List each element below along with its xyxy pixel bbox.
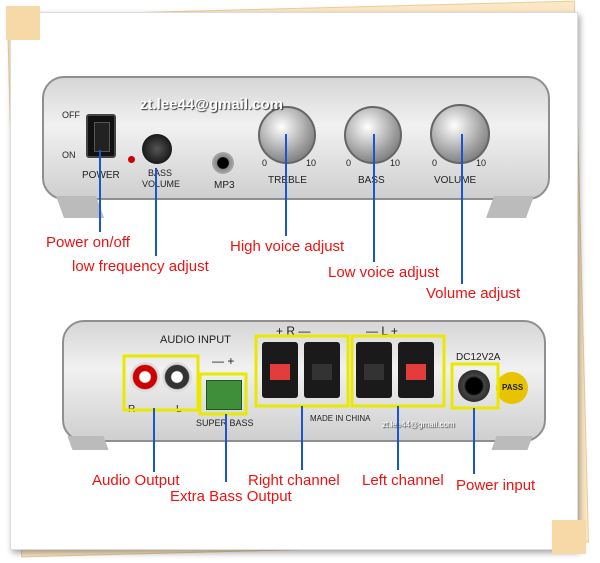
power-led: [128, 156, 135, 163]
bass-label: BASS: [358, 175, 385, 186]
annotation-audio-output: Audio Output: [92, 472, 180, 489]
treble-max: 10: [306, 158, 317, 168]
annotation-high-voice: High voice adjust: [230, 238, 345, 255]
annotation-volume: Volume adjust: [426, 285, 521, 302]
speaker-terminal-r-minus[interactable]: [304, 342, 340, 398]
mp3-label: MP3: [214, 180, 235, 191]
bass-volume-knob[interactable]: [142, 134, 172, 164]
bass-min: 0: [346, 158, 352, 168]
annotation-right-channel: Right channel: [248, 472, 340, 489]
annotation-power-onoff: Power on/off: [46, 234, 130, 251]
annotation-low-freq: low frequency adjust: [72, 258, 209, 275]
treble-min: 0: [262, 158, 268, 168]
super-bass-terminal[interactable]: [206, 380, 242, 410]
speaker-terminal-r-plus[interactable]: [262, 342, 298, 398]
switch-off-label: OFF: [62, 110, 80, 120]
super-bass-label: SUPER BASS: [196, 418, 254, 428]
super-bass-polarity: — +: [212, 354, 235, 368]
switch-on-label: ON: [62, 150, 76, 160]
power-switch[interactable]: [86, 114, 116, 158]
audio-input-label: AUDIO INPUT: [160, 334, 231, 346]
annotation-low-voice: Low voice adjust: [328, 264, 439, 281]
bass-volume-label-1: BASS: [148, 168, 173, 178]
box-left-channel: [350, 334, 446, 408]
highlight-boxes: [122, 334, 500, 416]
volume-knob[interactable]: [430, 104, 490, 164]
bass-volume-label-2: VOLUME: [142, 179, 181, 189]
speaker-terminal-l-plus[interactable]: [398, 342, 434, 398]
box-power-input: [450, 362, 500, 410]
pass-sticker-text: PASS: [502, 383, 524, 392]
dc-power-jack[interactable]: [458, 370, 490, 402]
dc-rating-label: DC12V2A: [456, 352, 501, 363]
annotation-extra-bass: Extra Bass Output: [170, 488, 292, 505]
pass-sticker: [496, 372, 528, 404]
annotation-power-input: Power input: [456, 477, 536, 494]
frame-corner-br: [552, 520, 586, 554]
rca-jack-right[interactable]: [130, 362, 160, 392]
volume-min: 0: [432, 158, 438, 168]
watermark-email-small: zt.lee44@gmail.com: [382, 420, 455, 429]
box-audio-output: [122, 354, 200, 412]
box-right-channel: [254, 334, 350, 408]
volume-label: VOLUME: [434, 175, 477, 186]
watermark-email: zt.lee44@gmail.com: [140, 96, 284, 113]
rca-jack-left[interactable]: [162, 362, 192, 392]
callout-lines: [99, 134, 475, 482]
annotation-left-channel: Left channel: [362, 472, 444, 489]
treble-label: TREBLE: [268, 175, 307, 186]
volume-max: 10: [476, 158, 487, 168]
frame-corner-tl: [6, 6, 40, 40]
bass-max: 10: [390, 158, 401, 168]
made-in-china-label: MADE IN CHINA: [310, 414, 371, 423]
speaker-terminal-l-minus[interactable]: [356, 342, 392, 398]
mp3-jack[interactable]: [212, 152, 234, 174]
box-super-bass: [198, 372, 248, 416]
